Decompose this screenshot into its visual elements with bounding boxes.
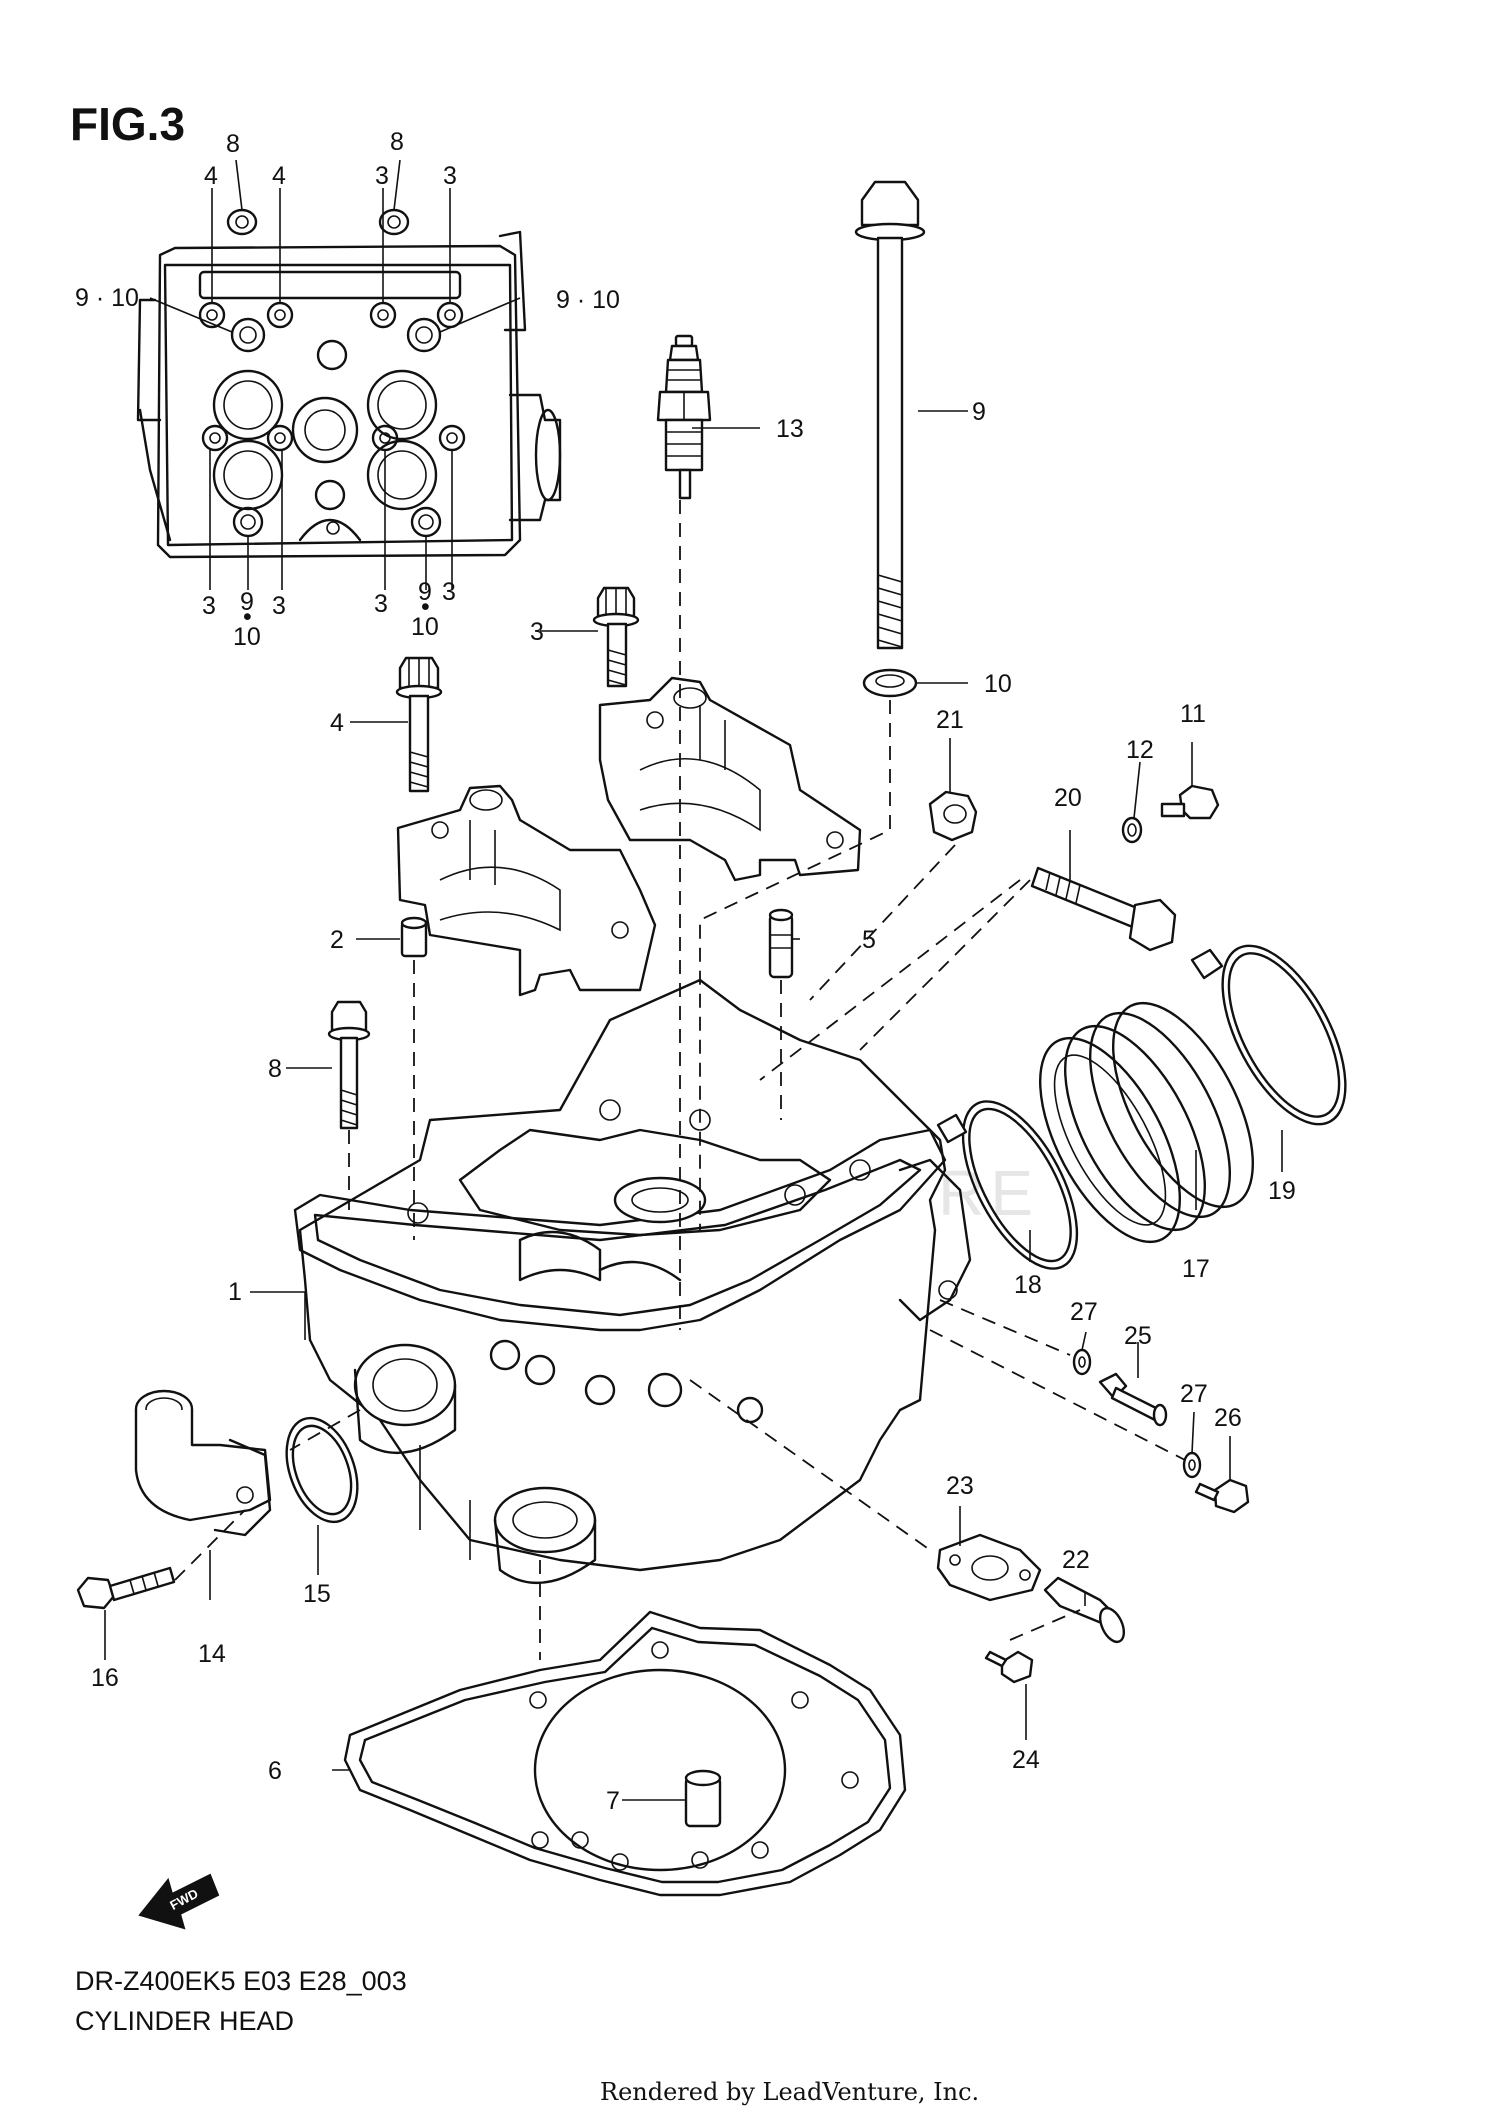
callout-9: 9 [972, 398, 986, 426]
callout-18: 18 [1014, 1271, 1042, 1299]
nut [928, 790, 978, 842]
guide-pin [768, 908, 794, 979]
diagram-title: CYLINDER HEAD [75, 2006, 294, 2036]
forward-arrow-icon: FWD [138, 1873, 220, 1930]
camshaft-holder-rear [598, 676, 862, 882]
bolt-16 [76, 1566, 176, 1610]
callouts: 1 2 3 4 5 6 7 8 9 10 11 12 13 14 15 16 1… [91, 398, 1296, 1815]
inset-callout-4-a: 4 [204, 162, 218, 190]
inset-callout-bottom-3-d: 3 [442, 578, 456, 606]
callout-8: 8 [268, 1055, 282, 1083]
inset-callout-bottom-dot-a: • [243, 603, 252, 631]
callout-12: 12 [1126, 736, 1154, 764]
callout-4: 4 [330, 709, 344, 737]
callout-6: 6 [268, 1757, 282, 1785]
callout-19: 19 [1268, 1177, 1296, 1205]
callout-27-a: 27 [1070, 1298, 1098, 1326]
camshaft-holder-front [396, 784, 657, 997]
washer-27-a [1072, 1348, 1092, 1376]
callout-3: 3 [530, 618, 544, 646]
callout-23: 23 [946, 1472, 974, 1500]
stud-bolt [854, 180, 926, 650]
callout-13: 13 [776, 415, 804, 443]
callout-17: 17 [1182, 1255, 1210, 1283]
dowel-7 [684, 1769, 722, 1828]
inset-callout-8-left: 8 [226, 130, 240, 158]
bolt-20 [1030, 866, 1177, 952]
callout-14: 14 [198, 1640, 226, 1668]
bolt-26 [1194, 1478, 1250, 1514]
bolt-8 [327, 1000, 371, 1130]
spark-plug [656, 334, 712, 500]
inset-callout-9-10-left: 9 · 10 [75, 284, 139, 312]
callout-7: 7 [606, 1787, 620, 1815]
callout-15: 15 [303, 1580, 331, 1608]
callout-16: 16 [91, 1664, 119, 1692]
intake-pipe [1038, 1001, 1255, 1244]
fitting-25 [1098, 1372, 1168, 1427]
callout-5: 5 [862, 926, 876, 954]
clamp-19 [1190, 944, 1347, 1126]
callout-27-b: 27 [1180, 1380, 1208, 1408]
leader-lines [104, 410, 1283, 1801]
callout-21: 21 [936, 706, 964, 734]
inset-callout-8-right: 8 [390, 128, 404, 156]
inset-callout-bottom-3-a: 3 [202, 592, 216, 620]
cylinder-head-top-view-inset [136, 159, 562, 590]
small-washer [1121, 816, 1143, 844]
inset-callout-bottom-3-c: 3 [374, 590, 388, 618]
callout-11: 11 [1180, 700, 1206, 728]
inset-callout-9-10-right: 9 · 10 [556, 286, 620, 314]
inset-callout-3-a: 3 [375, 162, 389, 190]
bolt-3 [592, 586, 640, 688]
callout-25: 25 [1124, 1322, 1152, 1350]
inset-callout-bottom-10-b: 10 [411, 613, 439, 641]
figure-label: FIG.3 [70, 98, 185, 150]
dowel-pin [400, 916, 428, 958]
inset-callout-bottom-dot-b: • [421, 593, 430, 621]
o-ring-gasket [285, 1416, 359, 1524]
inset-callout-bottom-9-b: 9 [418, 578, 432, 606]
inset-callout-3-b: 3 [443, 162, 457, 190]
water-outlet-elbow [134, 1389, 272, 1537]
screw-11 [1160, 784, 1220, 820]
gasket-plate [936, 1533, 1042, 1602]
inset-callout-bottom-10-a: 10 [233, 623, 261, 651]
callout-1: 1 [228, 1278, 242, 1306]
callout-20: 20 [1054, 784, 1082, 812]
model-code: DR-Z400EK5 E03 E28_003 [75, 1966, 407, 1996]
inset-callout-4-b: 4 [272, 162, 286, 190]
callout-10: 10 [984, 670, 1012, 698]
callout-2: 2 [330, 926, 344, 954]
bolt-4 [395, 656, 443, 793]
callout-22: 22 [1062, 1546, 1090, 1574]
callout-26: 26 [1214, 1404, 1242, 1432]
screw-24 [984, 1650, 1034, 1684]
clamp-18 [936, 1100, 1079, 1270]
rendered-by-credit: Rendered by LeadVenture, Inc. [600, 2078, 979, 2106]
inset-callouts: 8 8 4 4 3 3 9 · 10 9 · 10 3 9 • 10 3 3 9… [75, 128, 620, 651]
assembly-lines [174, 500, 1186, 1660]
cylinder-head [293, 978, 972, 1585]
inset-callout-bottom-9-a: 9 [240, 588, 254, 616]
fitting-22 [1043, 1576, 1126, 1644]
callout-24: 24 [1012, 1746, 1040, 1774]
inset-callout-bottom-3-b: 3 [272, 592, 286, 620]
head-gasket [343, 1610, 907, 1897]
washer-27-b [1182, 1451, 1202, 1479]
washer [862, 668, 918, 698]
